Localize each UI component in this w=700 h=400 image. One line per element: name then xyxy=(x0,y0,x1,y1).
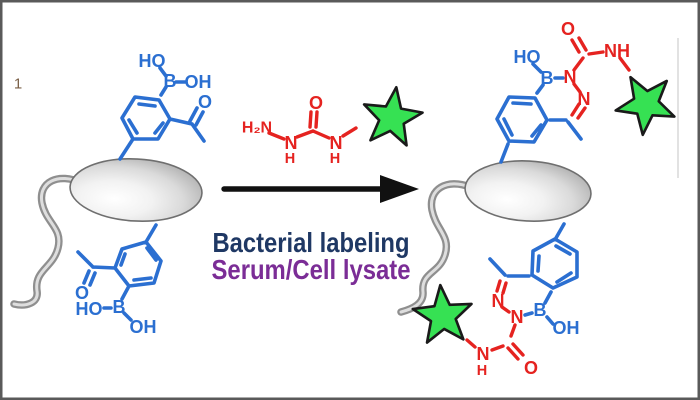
reaction-arrow-head xyxy=(380,175,419,203)
atom-label-n2: N xyxy=(511,307,524,327)
atom-label-nh: NH xyxy=(604,41,630,61)
atom-label-ho: HO xyxy=(514,47,541,67)
atom-label-b: B xyxy=(541,68,554,88)
fluorophore-star xyxy=(359,83,425,147)
atom-label-n1: N xyxy=(492,291,505,311)
reaction-arrow xyxy=(221,175,419,203)
atom-label-oh: OH xyxy=(185,72,212,92)
left-bacterium-flagellum xyxy=(10,174,86,309)
caption: Bacterial labeling Serum/Cell lysate xyxy=(212,227,411,285)
left-bacterium-body xyxy=(69,158,203,222)
atom-label-h2: H xyxy=(330,151,340,167)
right-bottom-red-bonds xyxy=(465,279,525,361)
caption-bacterial-labeling: Bacterial labeling xyxy=(213,227,410,258)
molecule-left-bottom-boronic: O HO B OH xyxy=(75,223,163,337)
atom-label-ho: HO xyxy=(76,299,103,319)
atom-label-o: O xyxy=(561,19,575,39)
molecule-left-top-bonds xyxy=(118,66,206,161)
molecule-right-bottom-diazaborine: N N B OH O N H xyxy=(411,222,580,379)
atom-label-n3: N xyxy=(477,344,490,364)
right-bacterium xyxy=(397,160,592,316)
atom-label-o: O xyxy=(75,283,89,303)
molecule-left-top-boronic: HO B OH O xyxy=(118,51,212,161)
atom-label-b: B xyxy=(113,297,126,317)
atom-label-n2: N xyxy=(330,133,343,153)
atom-label-o: O xyxy=(198,92,212,112)
atom-label-o: O xyxy=(309,93,323,113)
atom-label-b: B xyxy=(164,71,177,91)
atom-label-n1: N xyxy=(564,67,577,87)
right-bacterium-flagellum-highlight xyxy=(399,182,472,314)
page-artifact-1: 1 xyxy=(14,76,22,93)
atom-label-o: O xyxy=(524,358,538,378)
right-bottom-blue-bonds xyxy=(488,222,579,326)
left-bacterium xyxy=(10,158,203,309)
atom-label-h2n: H₂N xyxy=(242,120,272,137)
molecule-left-bottom-bonds xyxy=(76,223,163,322)
right-bacterium-flagellum xyxy=(397,180,474,316)
atom-label-n1: N xyxy=(285,133,298,153)
atom-label-oh: OH xyxy=(553,318,580,338)
molecule-right-top-diazaborine: HO B N N O NH xyxy=(495,19,684,164)
left-bacterium-flagellum-highlight xyxy=(12,177,84,307)
atom-label-ho: HO xyxy=(139,51,166,71)
atom-label-oh: OH xyxy=(130,317,157,337)
probe-bonds xyxy=(267,110,358,141)
atom-label-h1: H xyxy=(285,151,295,167)
right-top-red-bonds xyxy=(570,36,631,120)
molecule-semicarbazide-probe: H₂N N H O N H xyxy=(242,83,426,167)
right-top-blue-bonds xyxy=(495,62,583,164)
fluorophore-star xyxy=(605,62,684,140)
atom-label-b: B xyxy=(534,300,547,320)
caption-serum-cell-lysate: Serum/Cell lysate xyxy=(212,254,411,285)
atom-label-h3: H xyxy=(477,363,487,379)
atom-label-n2: N xyxy=(578,89,591,109)
right-bacterium-body xyxy=(464,160,592,222)
